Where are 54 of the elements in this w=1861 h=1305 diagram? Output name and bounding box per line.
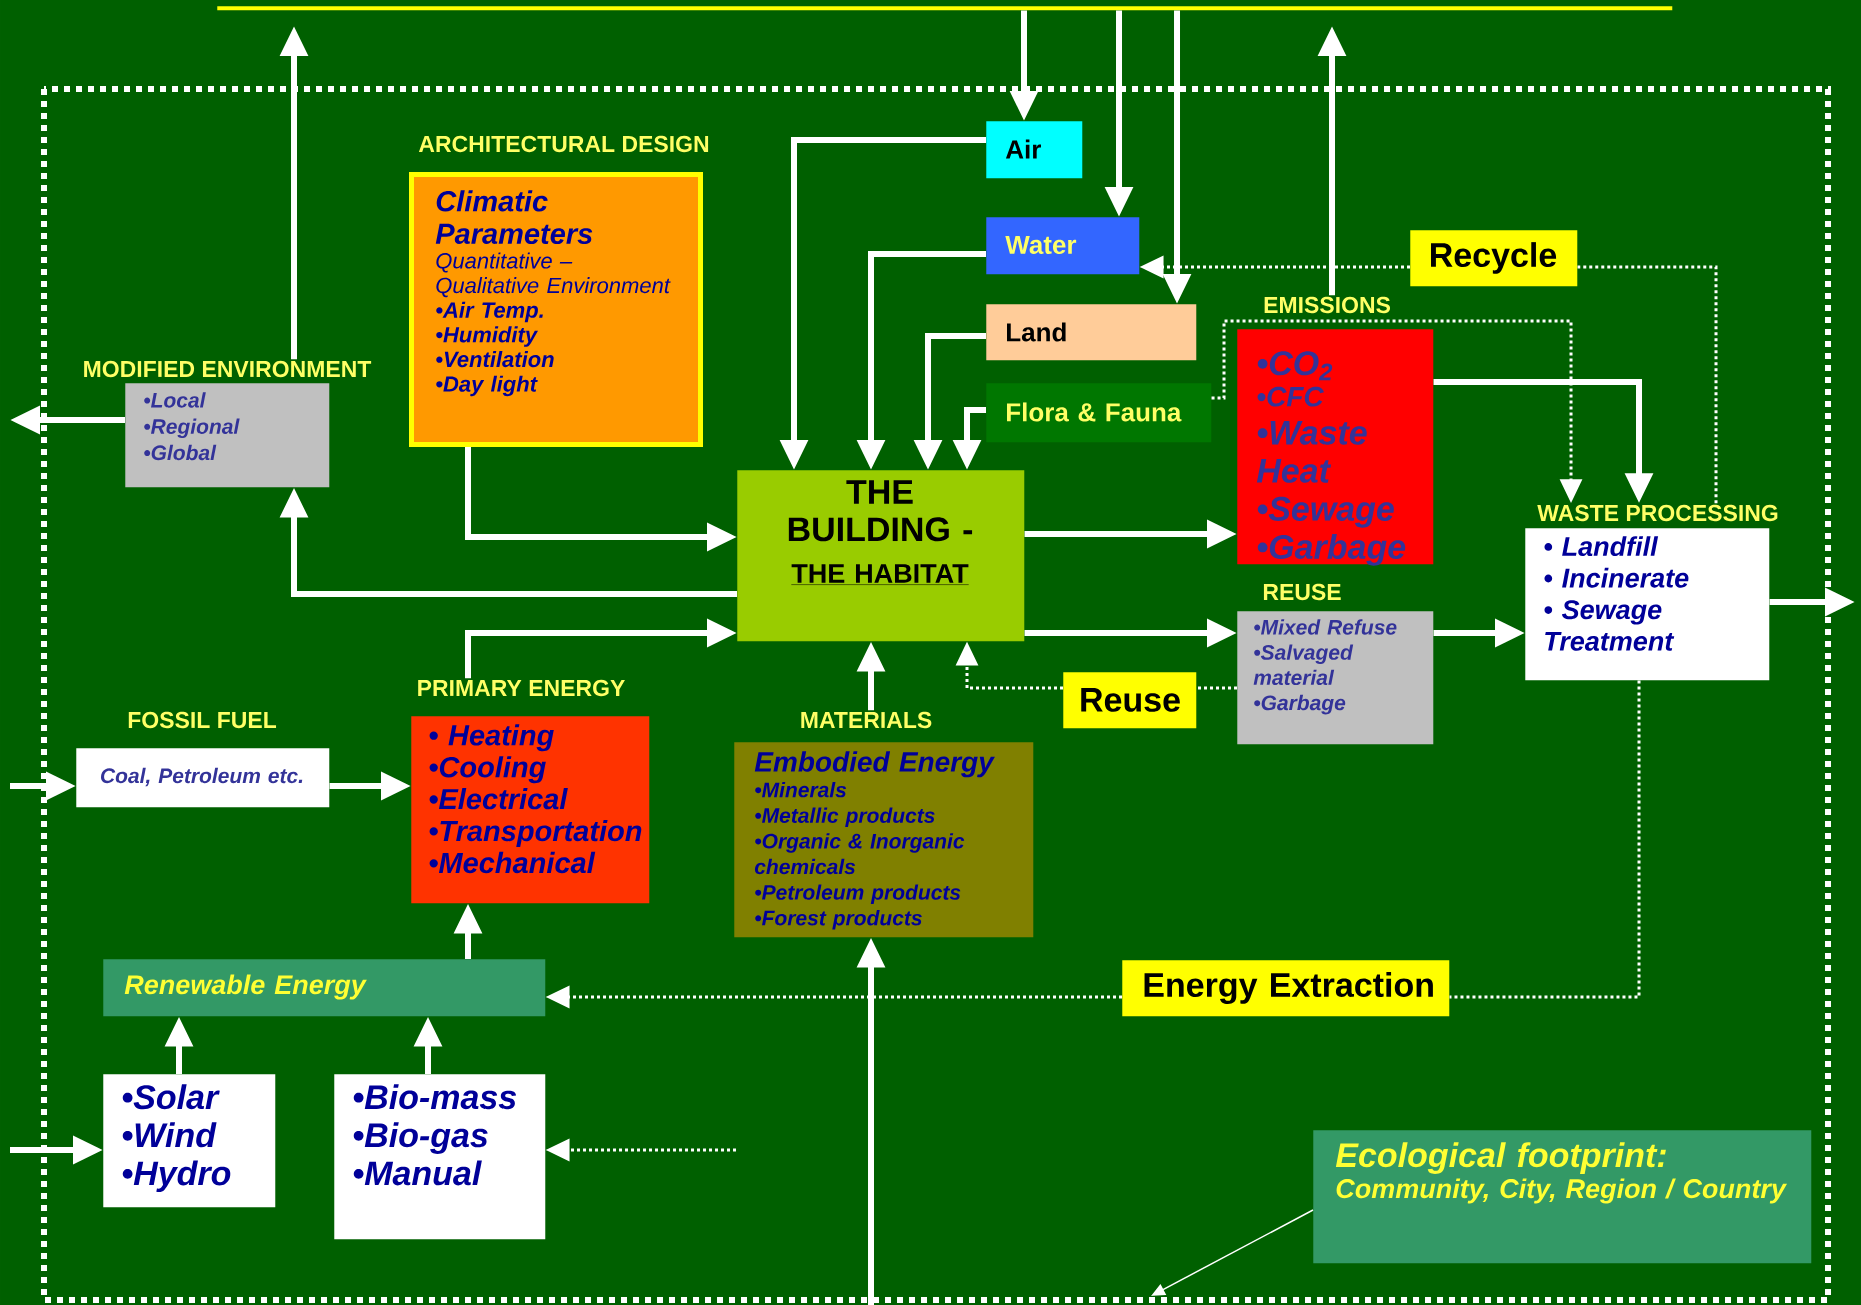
node-label: •Electrical: [429, 788, 568, 810]
energy-band: Renewable Energy: [103, 959, 546, 1017]
source-box: •Solar •Wind •Hydro: [103, 1074, 276, 1208]
connector-line: [1449, 680, 1641, 999]
node-label: •Metallic products: [755, 807, 935, 828]
building-box: THE BUILDING - THE HABITAT: [737, 470, 1025, 642]
node-label: •Air Temp.: [436, 301, 543, 323]
section-heading: EMISSIONS: [1264, 296, 1391, 314]
node-label: •Cooling: [429, 756, 546, 784]
fuel-box: Coal, Petroleum etc.: [76, 748, 330, 808]
label-box: Energy Extraction: [1122, 960, 1450, 1017]
scale-box: •Local •Regional •Global: [125, 383, 330, 488]
node-label: Climatic Parameters: [435, 190, 593, 245]
node-label: •Humidity: [436, 326, 539, 347]
leader-line: [1151, 1209, 1314, 1296]
section-heading: MATERIALS: [801, 711, 932, 729]
section-heading: MODIFIED ENVIRONMENT: [84, 360, 372, 378]
source-box: •Bio-mass •Bio-gas •Manual: [334, 1074, 546, 1240]
resource-box: Air: [986, 121, 1083, 179]
node-label: Quantitative – Qualitative Environment: [436, 252, 671, 298]
node-label: •Garbage: [1257, 534, 1406, 566]
connector-line: [1196, 686, 1237, 690]
section-heading: WASTE PROCESSING: [1537, 504, 1778, 522]
node-label: Embodied Energy: [754, 751, 995, 778]
energy-box: • Heating •Cooling •Electrical •Transportation •Mechanical: [411, 716, 650, 904]
label-box: Recycle: [1410, 230, 1578, 287]
node-label: •Petroleum products: [755, 884, 961, 904]
emissions-box: •CO$_{2}$ •CFC •Waste Heat •Sewage •Garbage: [1237, 329, 1434, 566]
node-label: •CO$_{2}$: [1257, 351, 1333, 381]
node-label: •Ventilation: [436, 351, 554, 368]
section-heading: PRIMARY ENERGY: [418, 679, 625, 697]
resource-box: Water: [986, 217, 1140, 275]
node-label: •Transportation: [429, 819, 642, 847]
node-label: •Sewage: [1257, 496, 1394, 528]
node-label: •Mechanical: [429, 851, 596, 874]
connector-line: [1577, 265, 1718, 504]
design-box: Climatic Parameters Quantitative – Qualitative Environment •Air Temp. •Humidity •Ventilation •Day light: [409, 172, 703, 447]
node-label: •CFC: [1257, 386, 1324, 407]
section-heading: ARCHITECTURAL DESIGN: [418, 135, 709, 153]
node-label: •Organic & Inorganic chemicals: [754, 833, 965, 875]
section-heading: FOSSIL FUEL: [128, 711, 277, 729]
label-box: Reuse: [1063, 672, 1197, 729]
footprint-box: Ecological footprint: Community, City, Region / Country: [1313, 1130, 1812, 1264]
resource-box: Flora & Fauna: [986, 383, 1212, 443]
node-label: •Waste Heat: [1256, 421, 1367, 483]
node-label: •Minerals: [755, 781, 847, 798]
waste-box: • Landfill • Incinerate • Sewage Treatment: [1525, 528, 1770, 681]
reuse-box: •Mixed Refuse •Salvaged material •Garbage: [1237, 611, 1434, 745]
node-label: • Heating: [429, 724, 554, 752]
node-label: •Day light: [436, 375, 538, 397]
resource-box: Land: [986, 304, 1197, 361]
node-label: •Forest products: [755, 909, 922, 930]
materials-box: Embodied Energy •Minerals •Metallic products •Organic & Inorganic chemicals •Petroleum products •Forest products: [734, 742, 1034, 938]
section-heading: REUSE: [1263, 583, 1341, 601]
